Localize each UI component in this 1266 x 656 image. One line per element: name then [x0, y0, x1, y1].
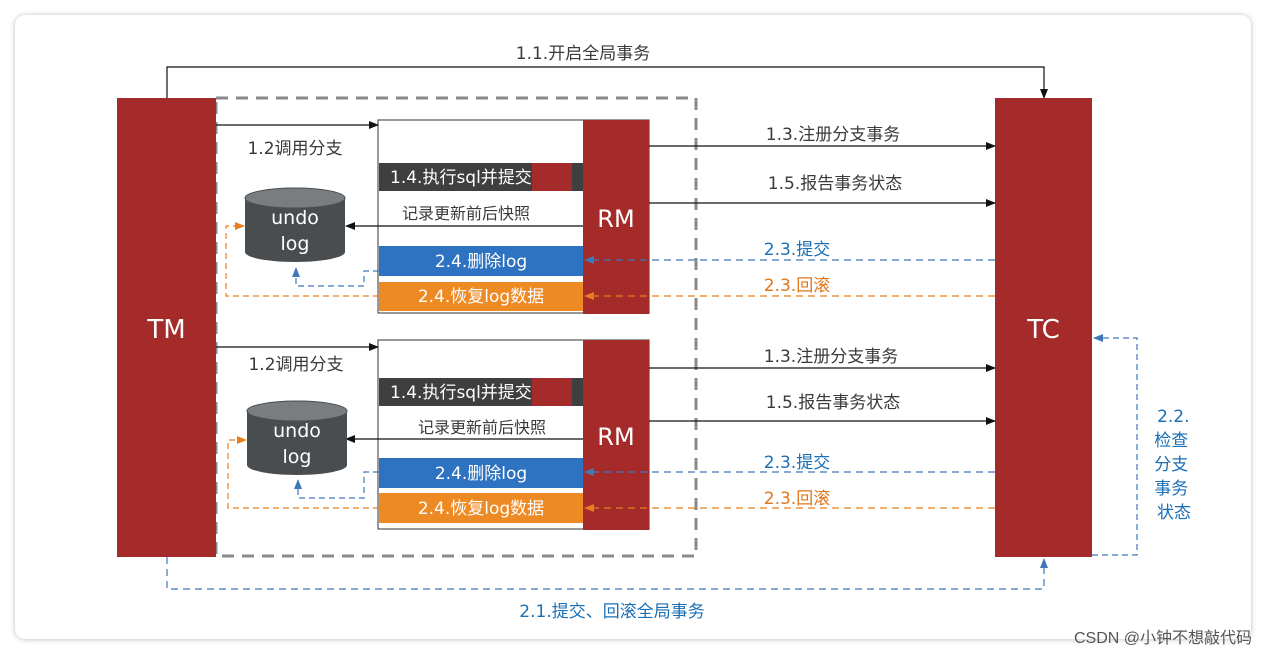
check-branch-line: 状态	[1157, 503, 1191, 523]
check-branch-line: 2.2.	[1157, 407, 1189, 427]
begin-global-label: 1.1.开启全局事务	[516, 44, 650, 64]
database-cylinder-icon	[246, 400, 348, 475]
report-status-label: 1.5.报告事务状态	[766, 393, 900, 413]
restore-log-bar	[379, 282, 583, 311]
check-branch-label: 2.2. 检查 分支 事务 状态	[1154, 407, 1195, 523]
rm-block	[583, 340, 649, 530]
exec-sql-commit-highlight	[532, 163, 572, 191]
commit-label: 2.3.提交	[764, 453, 830, 473]
branch-1: RM 1.2调用分支 1.4.执行sql并提交 记录更新前后快照 undo lo…	[216, 119, 996, 314]
check-branch-arrow	[1092, 334, 1138, 556]
check-branch-line: 检查	[1154, 431, 1188, 451]
check-branch-line: 事务	[1154, 479, 1188, 499]
commit-rollback-global-label: 2.1.提交、回滚全局事务	[519, 602, 704, 622]
register-branch-label: 1.3.注册分支事务	[764, 347, 898, 367]
rm-block	[583, 120, 649, 314]
undo-label-2: log	[281, 233, 310, 255]
branch-2: RM 1.2调用分支 1.4.执行sql并提交 记录更新前后快照 undo lo…	[216, 339, 996, 530]
register-branch-label: 1.3.注册分支事务	[766, 125, 900, 145]
report-status-label: 1.5.报告事务状态	[768, 174, 902, 194]
database-cylinder-icon	[244, 187, 346, 262]
check-branch-line: 分支	[1154, 455, 1188, 475]
undo-label-1: undo	[271, 207, 319, 229]
tm-label: TM	[146, 315, 185, 345]
tc-label: TC	[1026, 315, 1060, 345]
begin-global-arrow	[166, 66, 1048, 99]
commit-label: 2.3.提交	[764, 240, 830, 260]
rm-label: RM	[597, 423, 634, 451]
exec-sql-label: 1.4.执行sql并提交	[390, 383, 532, 403]
watermark: CSDN @小钟不想敲代码	[1073, 630, 1252, 647]
tc-block	[995, 98, 1092, 557]
delete-log-arrow	[294, 471, 379, 499]
restore-log-bar	[379, 493, 583, 523]
commit-rollback-global-arrow	[166, 557, 1048, 590]
delete-log-bar	[379, 246, 583, 276]
delete-log-bar	[379, 458, 583, 488]
exec-sql-label: 1.4.执行sql并提交	[390, 168, 532, 188]
undo-label-1: undo	[273, 420, 321, 442]
delete-log-label: 2.4.删除log	[435, 252, 527, 272]
restore-log-label: 2.4.恢复log数据	[418, 287, 544, 307]
rollback-label: 2.3.回滚	[764, 489, 830, 509]
restore-log-label: 2.4.恢复log数据	[418, 499, 544, 519]
undo-label-2: log	[283, 446, 312, 468]
rm-label: RM	[597, 205, 634, 233]
exec-sql-commit-highlight	[532, 378, 572, 406]
record-snapshot-label: 记录更新前后快照	[418, 418, 546, 437]
rollback-label: 2.3.回滚	[764, 276, 830, 296]
restore-log-arrow	[227, 436, 379, 509]
delete-log-arrow	[292, 267, 379, 287]
call-branch-label: 1.2调用分支	[248, 355, 343, 375]
record-snapshot-label: 记录更新前后快照	[402, 204, 530, 223]
tm-block	[117, 98, 216, 557]
restore-log-arrow	[225, 222, 379, 297]
delete-log-label: 2.4.删除log	[435, 464, 527, 484]
call-branch-label: 1.2调用分支	[247, 139, 342, 159]
